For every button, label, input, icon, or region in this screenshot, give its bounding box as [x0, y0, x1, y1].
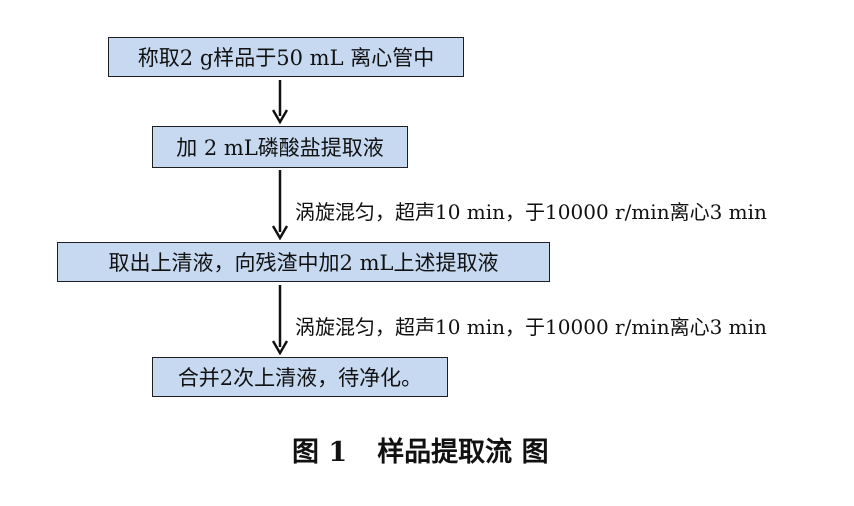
- step-combine-supernatants: 合并2次上清液，待净化。: [152, 357, 448, 397]
- step-weigh-sample: 称取2 g样品于50 mL 离心管中: [108, 37, 464, 77]
- step-take-supernatant: 取出上清液，向残渣中加2 mL上述提取液: [57, 242, 550, 282]
- flow-arrow-2: [272, 170, 288, 240]
- flow-arrow-1: [272, 80, 288, 124]
- step-combine-supernatants-label: 合并2次上清液，待净化。: [177, 366, 423, 390]
- process-note-1: 涡旋混匀，超声10 min，于10000 r/min离心3 min: [295, 200, 767, 224]
- step-weigh-sample-label: 称取2 g样品于50 mL 离心管中: [137, 46, 435, 70]
- flow-arrow-3: [272, 285, 288, 355]
- figure-number: 图 1: [292, 437, 348, 468]
- figure-title: 样品提取流 图: [377, 437, 549, 468]
- step-take-supernatant-label: 取出上清液，向残渣中加2 mL上述提取液: [108, 251, 499, 275]
- step-add-extractant: 加 2 mL磷酸盐提取液: [152, 126, 408, 168]
- figure-caption: 图 1 样品提取流 图: [292, 430, 549, 469]
- step-add-extractant-label: 加 2 mL磷酸盐提取液: [176, 136, 384, 160]
- process-note-2: 涡旋混匀，超声10 min，于10000 r/min离心3 min: [295, 315, 767, 339]
